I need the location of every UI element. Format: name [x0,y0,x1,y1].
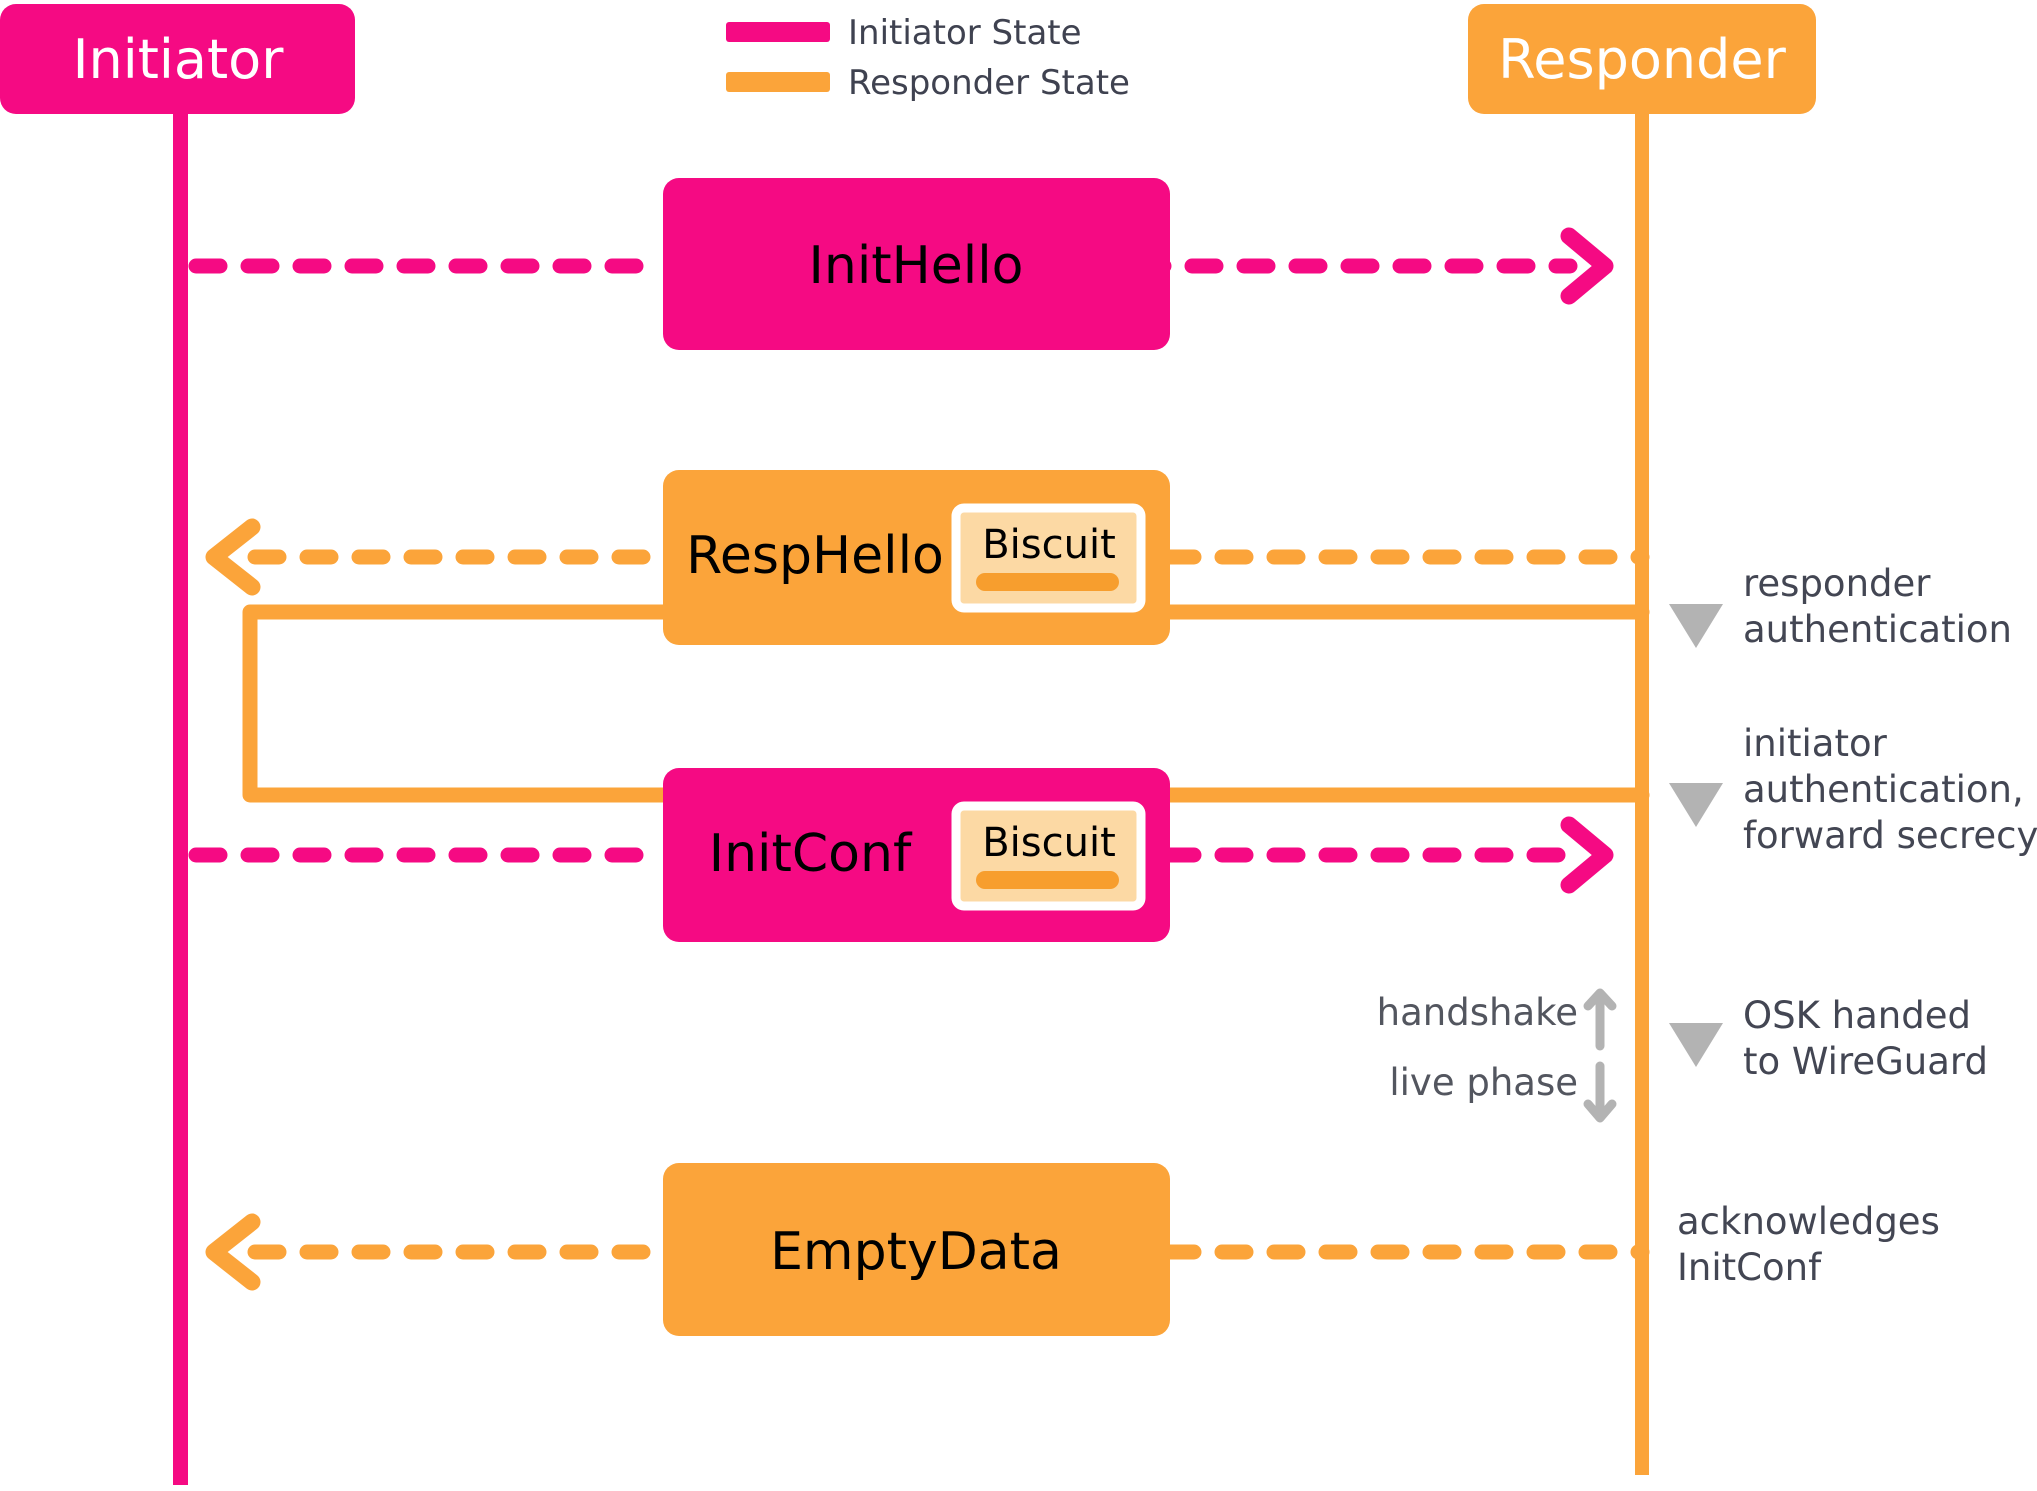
arrow-down-icon [1583,1061,1617,1123]
triangle-down-icon [1669,1023,1723,1067]
biscuit-badge-resphello-label: Biscuit [982,522,1116,568]
message-init-hello-box [663,178,1170,350]
actor-responder-box [1468,4,1816,114]
note-initiator-auth: initiator authentication, forward secrec… [1669,722,2037,857]
message-init-conf[interactable]: InitConf Biscuit [188,768,1614,942]
actor-initiator-box [0,4,355,114]
biscuit-badge-initconf[interactable]: Biscuit [951,801,1146,911]
note-responder-auth: responder authentication [1669,562,2012,651]
triangle-down-icon [1669,604,1723,648]
arrow-up-icon [1583,988,1617,1051]
phase-label-handshake: handshake [1377,991,1578,1034]
note-acknowledges: acknowledges InitConf [1677,1200,1940,1289]
message-init-hello-arrowhead-icon [1560,227,1614,305]
note-initiator-auth-line-3: forward secrecy [1743,814,2037,857]
message-init-conf-arrowhead-icon [1560,816,1614,894]
legend-swatch-initiator [726,22,830,42]
message-resp-hello-arrowhead-icon [205,518,261,596]
note-responder-auth-line-1: responder [1743,562,1931,605]
note-acknowledges-line-1: acknowledges [1677,1200,1940,1243]
phase-label-live-phase: live phase [1389,1061,1578,1104]
message-init-hello-label: InitHello [809,236,1024,296]
actor-responder[interactable]: Responder [1468,4,1816,114]
message-empty-data[interactable]: EmptyData [205,1163,1650,1336]
biscuit-badge-resphello-bar [976,573,1119,591]
note-osk-handed-line-1: OSK handed [1743,994,1971,1037]
legend: Initiator State Responder State [726,13,1130,103]
note-initiator-auth-line-1: initiator [1743,722,1888,765]
lifeline-responder [1635,60,1649,1475]
legend-label-responder: Responder State [848,63,1130,103]
note-initiator-auth-line-2: authentication, [1743,768,2024,811]
actor-initiator[interactable]: Initiator [0,4,355,114]
legend-label-initiator: Initiator State [848,13,1082,53]
biscuit-badge-initconf-bar [976,871,1119,889]
biscuit-badge-initconf-label: Biscuit [982,820,1116,866]
message-empty-data-label: EmptyData [770,1222,1062,1282]
lifeline-initiator [173,60,188,1485]
note-osk-handed-line-2: to WireGuard [1743,1040,1988,1083]
legend-item-initiator-state: Initiator State [726,13,1082,53]
triangle-down-icon [1669,783,1723,827]
note-responder-auth-line-2: authentication [1743,608,2012,651]
biscuit-badge-resphello[interactable]: Biscuit [951,503,1146,613]
actor-initiator-label: Initiator [73,28,285,91]
legend-item-responder-state: Responder State [726,63,1130,103]
phase-labels: handshake live phase [1377,988,1617,1123]
message-init-hello[interactable]: InitHello [188,178,1614,350]
message-resp-hello[interactable]: RespHello Biscuit [205,470,1650,645]
actor-responder-label: Responder [1498,28,1786,91]
message-empty-data-box [663,1163,1170,1336]
message-resp-hello-label: RespHello [686,526,944,586]
message-init-conf-label: InitConf [709,824,913,884]
message-empty-data-arrowhead-icon [205,1213,261,1291]
legend-swatch-responder [726,72,830,92]
note-acknowledges-line-2: InitConf [1677,1246,1822,1289]
note-osk-handed: OSK handed to WireGuard [1669,994,1988,1083]
